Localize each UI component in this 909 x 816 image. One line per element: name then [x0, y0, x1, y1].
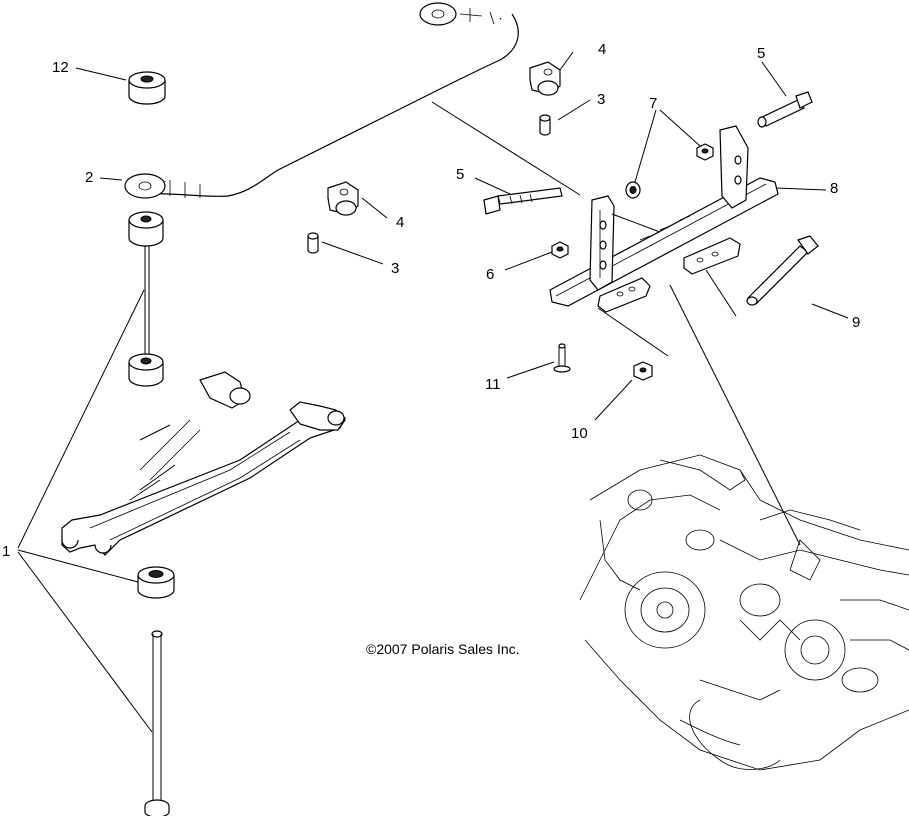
callout-8: 8: [830, 180, 838, 197]
stabilizer-bar: [124, 2, 519, 199]
washer-7-lower: [625, 181, 641, 199]
nut-7-upper: [696, 143, 714, 161]
long-bolt: [144, 630, 170, 816]
bushing-12: [128, 71, 166, 105]
leader-lines: [17, 51, 849, 733]
callout-5-left: 5: [456, 166, 464, 183]
callout-1: 1: [2, 543, 10, 560]
callout-4-lower: 4: [396, 214, 404, 231]
callout-12: 12: [52, 59, 69, 76]
callout-5-right: 5: [757, 45, 765, 62]
nut-10: [633, 361, 653, 381]
bolt-9: [746, 235, 819, 306]
stabilizer-link: [128, 211, 164, 387]
crossmember-8: [549, 125, 779, 313]
callout-4-upper: 4: [598, 41, 606, 58]
callout-7: 7: [649, 95, 657, 112]
callout-6: 6: [486, 266, 494, 283]
callout-11: 11: [485, 376, 501, 393]
bolt-5-left: [483, 187, 563, 215]
lower-bushing: [137, 566, 175, 599]
clamp-4-upper: [529, 61, 561, 96]
bolt-5-right: [757, 91, 813, 128]
callout-labels: 12 2 4 3 4 3 5 5 7 8 6 9 11 10 1: [2, 41, 860, 560]
engine-assembly: [579, 454, 909, 771]
callout-9: 9: [852, 314, 860, 331]
pin-11: [553, 343, 571, 373]
nut-6: [551, 241, 569, 259]
pin-3-lower: [307, 232, 319, 254]
callout-3-lower: 3: [391, 260, 399, 277]
callout-3-upper: 3: [597, 91, 605, 108]
callout-10: 10: [571, 425, 588, 442]
a-arm: [61, 371, 346, 556]
callout-2: 2: [85, 169, 93, 186]
copyright-text: ©2007 Polaris Sales Inc.: [366, 641, 520, 657]
pin-3-upper: [539, 114, 551, 136]
clamp-4-lower: [327, 181, 359, 216]
